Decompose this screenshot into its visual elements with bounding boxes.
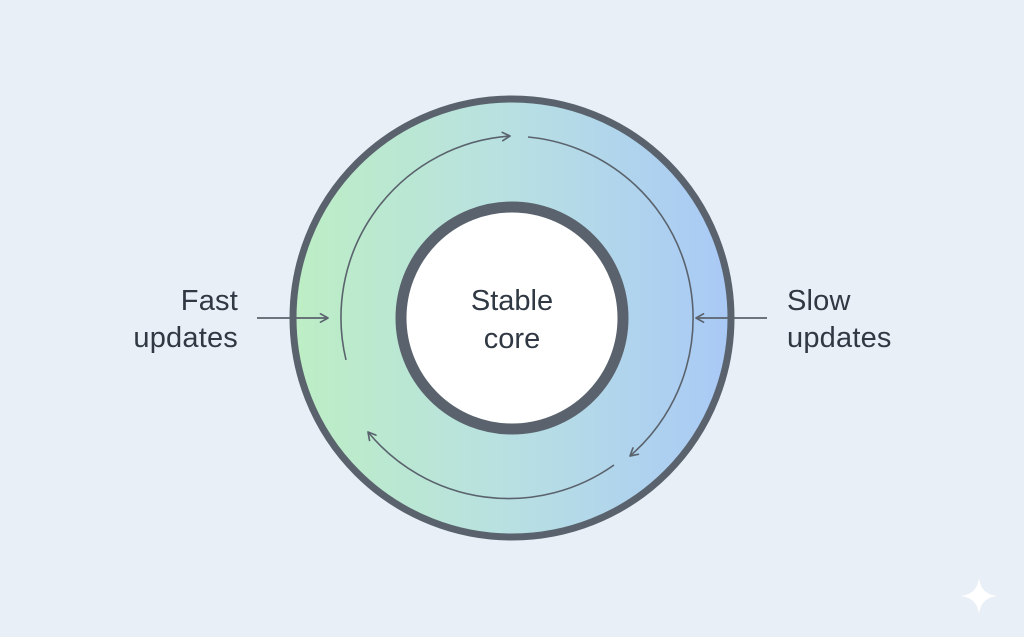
arc-bottom	[367, 431, 615, 500]
slow-updates-label: Slow updates	[787, 283, 892, 357]
core-label: Stable core	[412, 282, 612, 358]
stable-core-circle	[395, 201, 629, 435]
arc-top-right	[527, 136, 694, 457]
arc-top-left	[340, 131, 511, 361]
fast-updates-label: Fast updates	[133, 283, 238, 357]
core-label-line2: core	[483, 323, 541, 355]
slow-updates-line1: Slow	[787, 285, 851, 317]
slow-updates-line2: updates	[787, 322, 892, 354]
fast-updates-line1: Fast	[180, 285, 238, 317]
sparkle-icon	[961, 578, 997, 614]
fast-updates-line2: updates	[133, 322, 238, 354]
core-label-line1: Stable	[470, 285, 554, 317]
circulation-arrows	[340, 131, 694, 500]
